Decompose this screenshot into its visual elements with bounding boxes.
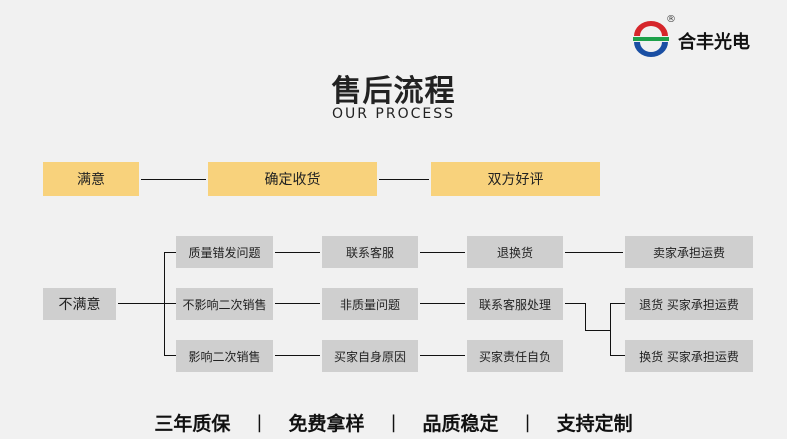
page-title: 售后流程 — [331, 74, 456, 109]
separator: | — [524, 411, 531, 433]
bracket-line — [164, 252, 176, 253]
bracket-line — [164, 303, 176, 304]
separator: | — [390, 411, 397, 433]
issue-box: 不影响二次销售 — [176, 288, 273, 320]
brand-logo-icon — [633, 21, 669, 57]
connector-line — [118, 303, 164, 304]
handling-box: 非质量问题 — [322, 288, 418, 320]
page-subtitle: OUR PROCESS — [331, 106, 456, 122]
handling-box: 联系客服 — [322, 236, 418, 268]
outcome-box: 卖家承担运费 — [625, 236, 753, 268]
action-box: 退换货 — [467, 236, 563, 268]
bracket-line — [610, 303, 625, 304]
issue-box: 质量错发问题 — [176, 236, 273, 268]
action-box: 联系客服处理 — [467, 288, 563, 320]
brand-name: 合丰光电 — [678, 32, 750, 53]
connector-line — [275, 355, 320, 356]
bracket-line — [610, 303, 611, 355]
handling-box: 买家自身原因 — [322, 340, 418, 372]
bracket-line — [164, 252, 165, 356]
feature-free-sample: 免费拿样 — [288, 412, 365, 435]
brand-logo: ® 合丰光电 — [630, 14, 780, 58]
action-box: 买家责任自负 — [467, 340, 563, 372]
connector-line — [379, 179, 429, 180]
connector-line — [275, 252, 320, 253]
connector-line — [565, 252, 623, 253]
feature-warranty: 三年质保 — [154, 412, 231, 435]
connector-line — [141, 179, 206, 180]
connector-line — [420, 303, 465, 304]
registered-mark: ® — [666, 14, 676, 25]
connector-line — [585, 330, 611, 331]
issue-box: 影响二次销售 — [176, 340, 273, 372]
connector-line — [585, 303, 586, 331]
feature-stable-quality: 品质稳定 — [422, 412, 499, 435]
outcome-box: 换货 买家承担运费 — [625, 340, 753, 372]
unsatisfied-box: 不满意 — [43, 288, 116, 320]
separator: | — [256, 411, 263, 433]
bracket-line — [610, 355, 625, 356]
satisfied-box: 满意 — [43, 162, 139, 196]
feature-bar: 三年质保 | 免费拿样 | 品质稳定 | 支持定制 — [0, 409, 787, 435]
bracket-line — [164, 355, 176, 356]
connector-line — [420, 355, 465, 356]
feature-customization: 支持定制 — [556, 412, 633, 435]
mutual-review-box: 双方好评 — [431, 162, 600, 196]
confirm-receipt-box: 确定收货 — [208, 162, 377, 196]
connector-line — [275, 303, 320, 304]
connector-line — [565, 303, 585, 304]
connector-line — [420, 252, 465, 253]
outcome-box: 退货 买家承担运费 — [625, 288, 753, 320]
